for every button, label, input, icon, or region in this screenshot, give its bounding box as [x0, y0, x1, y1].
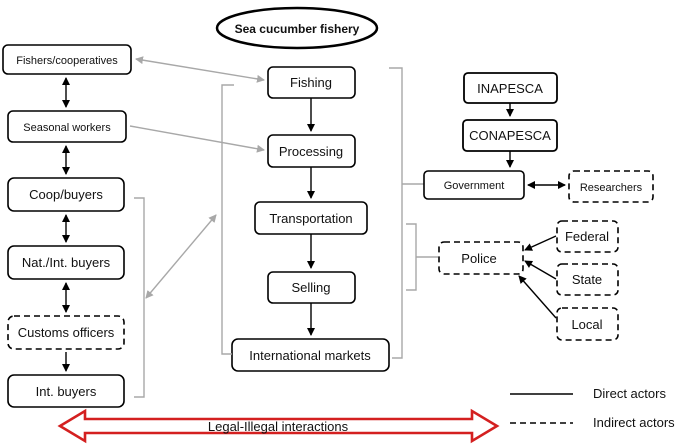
node-researchers-label: Researchers: [580, 182, 643, 194]
node-police: Police: [438, 241, 524, 275]
node-coop-buyers-label: Coop/buyers: [29, 187, 103, 202]
node-int-buyers-label: Int. buyers: [36, 384, 97, 399]
node-police-label: Police: [461, 251, 496, 266]
title-node: Sea cucumber fishery: [215, 6, 379, 50]
node-inapesca-label: INAPESCA: [477, 81, 543, 96]
node-selling: Selling: [267, 271, 356, 304]
node-conapesca: CONAPESCA: [462, 119, 558, 152]
node-fishing: Fishing: [267, 66, 356, 99]
legend-indirect-label: Indirect actors: [593, 415, 675, 430]
banner-label: Legal-Illegal interactions: [208, 419, 349, 434]
node-selling-label: Selling: [291, 280, 330, 295]
node-transportation-label: Transportation: [269, 211, 352, 226]
node-federal-label: Federal: [565, 229, 609, 244]
node-int-buyers: Int. buyers: [7, 374, 125, 408]
node-state: State: [556, 263, 619, 296]
node-researchers: Researchers: [568, 170, 654, 203]
node-customs-officers-label: Customs officers: [18, 325, 115, 340]
arrow-federal-police: [524, 235, 557, 251]
connector-seasonal-processing: [129, 125, 265, 153]
arrow-local-police: [518, 275, 557, 319]
node-fishers: Fishers/cooperatives: [2, 44, 132, 75]
node-federal: Federal: [556, 220, 619, 253]
node-state-label: State: [572, 272, 602, 287]
node-conapesca-label: CONAPESCA: [469, 128, 551, 143]
bracket-buyers: [134, 197, 145, 398]
legend: Direct actors Indirect actors: [510, 386, 675, 430]
node-nat-int-buyers-label: Nat./Int. buyers: [22, 255, 111, 270]
node-fishers-label: Fishers/cooperatives: [16, 55, 118, 67]
node-international-markets: International markets: [231, 338, 390, 372]
node-government: Government: [423, 170, 525, 200]
node-local: Local: [556, 307, 619, 341]
node-seasonal-workers: Seasonal workers: [7, 110, 127, 143]
node-local-label: Local: [571, 317, 602, 332]
node-coop-buyers: Coop/buyers: [7, 177, 125, 212]
node-international-markets-label: International markets: [249, 348, 371, 363]
node-processing: Processing: [267, 134, 356, 168]
bracket-police: [406, 223, 417, 291]
bracket-chain-left: [221, 84, 234, 355]
node-inapesca: INAPESCA: [463, 72, 558, 104]
node-customs-officers: Customs officers: [7, 315, 125, 350]
node-seasonal-workers-label: Seasonal workers: [23, 122, 111, 134]
bracket-chain-right: [389, 67, 403, 359]
node-government-label: Government: [444, 180, 505, 192]
connector-fishers-fishing: [135, 56, 265, 83]
node-nat-int-buyers: Nat./Int. buyers: [7, 245, 125, 280]
node-processing-label: Processing: [279, 144, 343, 159]
double-arrow-icon: [57, 408, 500, 444]
arrow-state-police: [524, 260, 557, 280]
node-transportation: Transportation: [254, 201, 368, 235]
connector-buyers-chain: [145, 214, 217, 299]
node-fishing-label: Fishing: [290, 75, 332, 90]
legend-direct-label: Direct actors: [593, 386, 666, 401]
legal-illegal-banner: Legal-Illegal interactions: [57, 408, 500, 444]
diagram-title: Sea cucumber fishery: [235, 22, 360, 36]
